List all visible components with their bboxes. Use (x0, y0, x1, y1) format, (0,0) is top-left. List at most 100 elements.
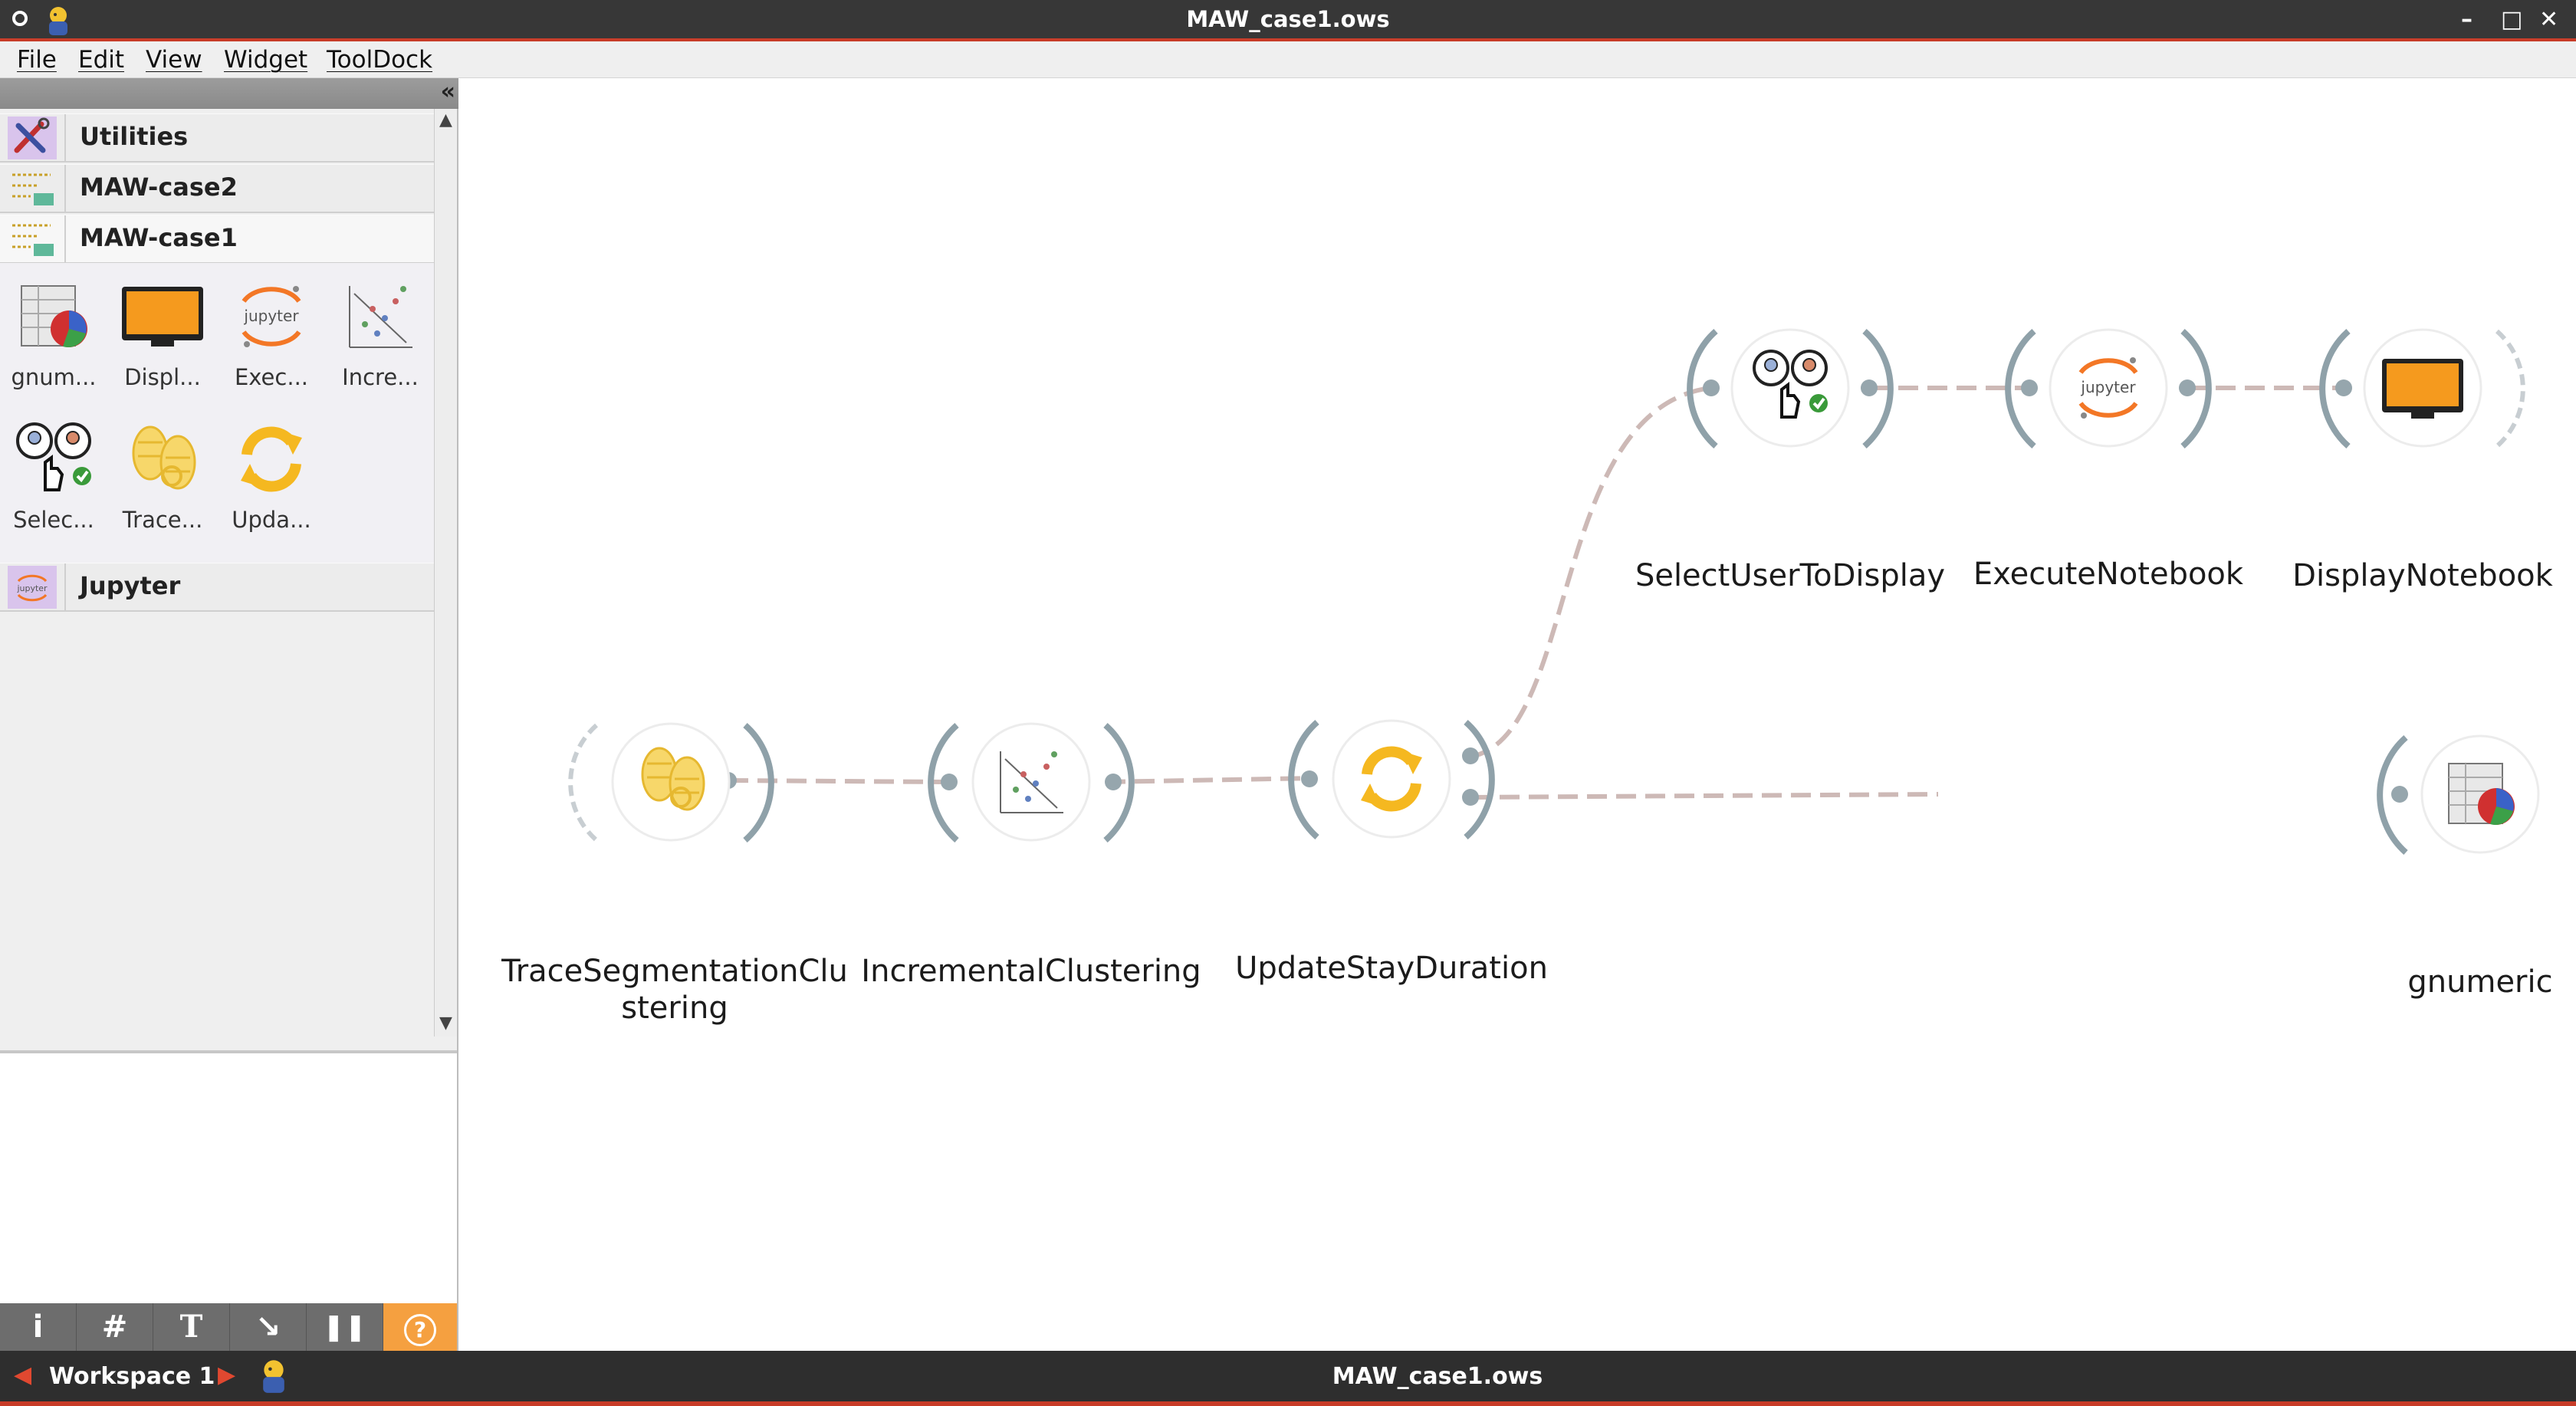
widget-update[interactable]: Upda... (218, 409, 325, 554)
workflow-icon (0, 165, 66, 212)
widget-grid: gnum... Displ... jupyter Exec... Incre..… (0, 263, 434, 563)
widget-label: Displ... (124, 364, 201, 390)
jupyter-icon: jupyter (225, 271, 317, 363)
info-button[interactable]: i (0, 1303, 77, 1351)
widget-display[interactable]: Displ... (109, 266, 216, 412)
workspace-label[interactable]: Workspace 1 (49, 1363, 215, 1390)
node-label: ExecuteNotebook (1973, 557, 2244, 592)
node-label: UpdateStayDuration (1235, 951, 1548, 986)
spreadsheet-icon (8, 271, 100, 363)
links-layer (728, 386, 2344, 800)
scroll-down-icon[interactable]: ▼ (439, 1013, 452, 1033)
workflow-canvas[interactable]: TraceSegmentationClu stering Incremental… (460, 78, 2576, 1351)
select-users-icon (8, 413, 100, 505)
link-upd-sel[interactable] (1470, 386, 1712, 759)
widget-gnumeric[interactable]: gnum... (0, 266, 107, 412)
utilities-icon (0, 114, 66, 162)
spreadsheet-icon (2443, 757, 2519, 834)
node-label: SelectUserToDisplay (1635, 558, 1946, 593)
node-incremental-clustering[interactable]: IncrementalClustering (861, 710, 1201, 1032)
menu-edit[interactable]: Edit (78, 46, 125, 74)
node-gnumeric[interactable]: gnumeric (2377, 722, 2576, 1029)
help-icon: ? (404, 1314, 436, 1346)
prev-workspace-icon[interactable]: ◀ (14, 1362, 32, 1388)
category-jupyter[interactable]: jupyter Jupyter (0, 563, 434, 612)
title-bar: MAW_case1.ows – □ ✕ (0, 0, 2576, 41)
menu-file[interactable]: File (17, 46, 57, 74)
help-panel (0, 1050, 457, 1303)
node-label: DisplayNotebook (2292, 558, 2553, 593)
scatter-icon (334, 271, 426, 363)
widget-label: gnum... (11, 364, 97, 390)
maximize-button[interactable]: □ (2501, 6, 2523, 33)
node-update-stay-duration[interactable]: UpdateStayDuration (1235, 707, 1548, 1029)
category-maw-case2[interactable]: MAW-case2 (0, 164, 434, 213)
category-label: Jupyter (80, 571, 181, 600)
minimize-button[interactable]: – (2461, 6, 2472, 33)
app-logo-icon (43, 5, 74, 40)
taskbar: ◀ Workspace 1 ▶ MAW_case1.ows (0, 1351, 2576, 1406)
jupyter-icon: jupyter (2070, 350, 2147, 429)
category-label: MAW-case2 (80, 172, 238, 202)
category-maw-case1[interactable]: MAW-case1 (0, 215, 434, 264)
collapse-dock-icon[interactable]: « (440, 78, 455, 105)
link-upd-gnum[interactable] (1470, 792, 1939, 800)
category-utilities[interactable]: Utilities (0, 113, 434, 163)
text-annotation-button[interactable]: T (153, 1303, 230, 1351)
close-button[interactable]: ✕ (2539, 6, 2559, 33)
select-users-icon (1748, 347, 1832, 429)
monitor-icon (2380, 354, 2465, 426)
help-button[interactable]: ? (383, 1303, 457, 1351)
scatter-icon (993, 744, 1070, 823)
svg-text:jupyter: jupyter (16, 583, 48, 593)
widget-label: Incre... (342, 364, 419, 390)
refresh-icon (225, 413, 317, 505)
node-label: gnumeric (2407, 964, 2553, 1000)
node-select-user[interactable]: SelectUserToDisplay (1635, 316, 1945, 607)
category-label: MAW-case1 (80, 223, 238, 252)
category-label: Utilities (80, 122, 189, 151)
widget-execute[interactable]: jupyter Exec... (218, 266, 325, 412)
footprints-icon (632, 741, 711, 823)
window-title: MAW_case1.ows (1186, 6, 1390, 32)
link-incr-upd[interactable] (1105, 776, 1315, 784)
node-label-continued: stering (621, 990, 728, 1026)
app-menu-icon[interactable] (12, 11, 28, 26)
scroll-up-icon[interactable]: ▲ (439, 110, 452, 130)
menu-bar: File Edit View Widget ToolDock (0, 41, 2576, 78)
grid-button[interactable]: # (77, 1303, 153, 1351)
node-label: IncrementalClustering (861, 954, 1201, 989)
node-execute-notebook[interactable]: jupyter ExecuteNotebook (1973, 316, 2243, 607)
widget-dock: « Utilities MAW-case2 MAW-case1 gnum... (0, 78, 458, 1351)
footprints-icon (117, 413, 209, 505)
menu-widget[interactable]: Widget (224, 46, 308, 74)
jupyter-icon: jupyter (0, 563, 66, 611)
app-logo-icon[interactable] (256, 1357, 291, 1398)
widget-trace[interactable]: Trace... (109, 409, 216, 554)
widget-label: Exec... (234, 364, 309, 390)
svg-text:jupyter: jupyter (243, 307, 299, 325)
widget-label: Selec... (13, 507, 94, 533)
node-frame (2005, 328, 2212, 448)
node-frame (928, 722, 1135, 843)
monitor-icon (117, 271, 209, 363)
link-trace-incr[interactable] (728, 778, 950, 784)
node-display-notebook[interactable]: DisplayNotebook (2292, 316, 2553, 607)
svg-text:jupyter: jupyter (2080, 378, 2136, 396)
taskbar-window-title[interactable]: MAW_case1.ows (1332, 1363, 1543, 1390)
node-trace-segmentation[interactable]: TraceSegmentationClu stering (501, 710, 848, 1032)
arrow-annotation-button[interactable]: ↘ (230, 1303, 307, 1351)
node-frame (1288, 719, 1495, 839)
next-workspace-icon[interactable]: ▶ (218, 1362, 236, 1388)
dock-scrollbar[interactable]: ▲ ▼ (434, 109, 457, 1036)
pause-button[interactable]: ❚❚ (307, 1303, 383, 1351)
widget-select-user[interactable]: Selec... (0, 409, 107, 554)
menu-view[interactable]: View (146, 46, 202, 74)
refresh-icon (1352, 739, 1431, 822)
node-label: TraceSegmentationClu (501, 954, 848, 989)
dock-handle[interactable]: « (0, 78, 458, 109)
menu-tooldock[interactable]: ToolDock (327, 46, 433, 74)
workflow-icon (0, 215, 66, 263)
widget-incremental[interactable]: Incre... (327, 266, 434, 412)
dock-toolbar: i # T ↘ ❚❚ ? (0, 1303, 457, 1351)
